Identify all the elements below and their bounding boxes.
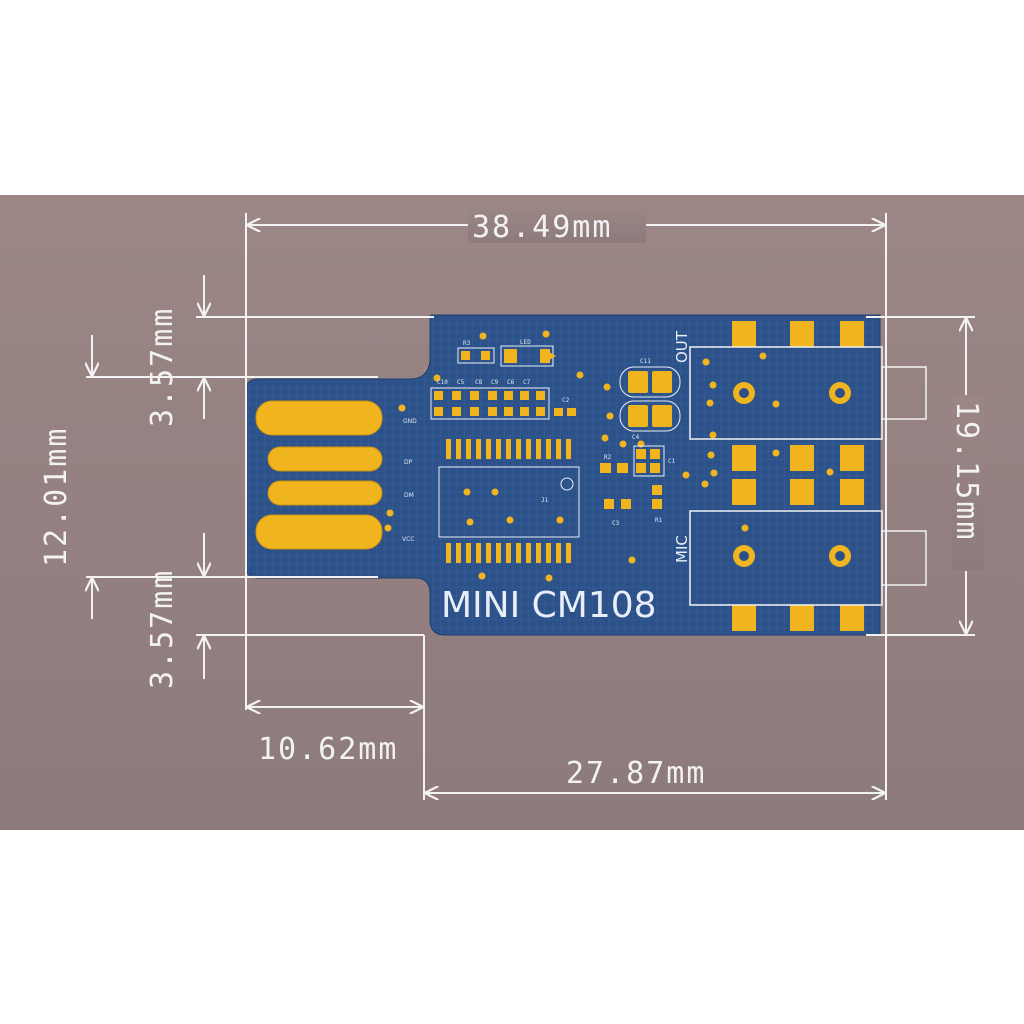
usb-label-dm: DM: [404, 492, 414, 499]
ic-j1-pins: [446, 439, 571, 563]
svg-text:C9: C9: [491, 379, 499, 386]
pcb-drawing-panel: GND DP DM VCC: [0, 195, 1024, 830]
svg-text:C3: C3: [612, 520, 620, 527]
svg-text:LED: LED: [520, 339, 531, 346]
usb-label-gnd: GND: [403, 418, 417, 425]
svg-text:R3: R3: [463, 340, 471, 347]
dimension-body-height: 19.15mm: [949, 401, 984, 541]
smd-components: [434, 349, 672, 509]
svg-text:C11: C11: [640, 358, 651, 365]
jack-label-out: OUT: [673, 330, 691, 363]
dimension-usb-length: 10.62mm: [258, 732, 398, 767]
svg-text:C10: C10: [437, 379, 448, 386]
svg-text:J1: J1: [541, 497, 549, 504]
usb-pad-gnd: [255, 400, 383, 436]
svg-text:C7: C7: [523, 379, 531, 386]
pcb-board: [245, 314, 881, 636]
usb-pad-dm: [267, 480, 383, 506]
board-title: MINI CM108: [441, 585, 657, 626]
svg-text:C2: C2: [562, 397, 570, 404]
dimension-top-offset: 3.57mm: [145, 307, 180, 427]
usb-label-vcc: VCC: [402, 536, 414, 543]
usb-label-dp: DP: [404, 459, 413, 466]
svg-text:R2: R2: [604, 454, 612, 461]
jack-label-mic: MIC: [673, 535, 691, 563]
pcb-dimension-drawing: GND DP DM VCC: [0, 195, 1024, 830]
dimension-body-length: 27.87mm: [566, 756, 706, 791]
svg-text:R1: R1: [655, 517, 663, 524]
usb-pad-vcc: [255, 514, 383, 550]
audio-jack-out: [689, 321, 927, 471]
audio-jack-mic: [689, 479, 927, 631]
dimension-bottom-offset: 3.57mm: [145, 569, 180, 689]
component-designators: R3 LED C10 C5 C8 C9 C6 C7 C2 C11 C4 J1 R…: [437, 339, 676, 527]
usb-connector-pads: [255, 400, 383, 550]
dimension-total-width: 38.49mm: [472, 210, 612, 245]
svg-text:C5: C5: [457, 379, 465, 386]
svg-text:C8: C8: [475, 379, 483, 386]
svg-text:C1: C1: [668, 458, 676, 465]
svg-text:C4: C4: [632, 434, 640, 441]
usb-pad-dp: [267, 446, 383, 472]
svg-text:C6: C6: [507, 379, 515, 386]
component-outlines: [430, 345, 681, 538]
dimension-usb-width: 12.01mm: [39, 427, 74, 567]
